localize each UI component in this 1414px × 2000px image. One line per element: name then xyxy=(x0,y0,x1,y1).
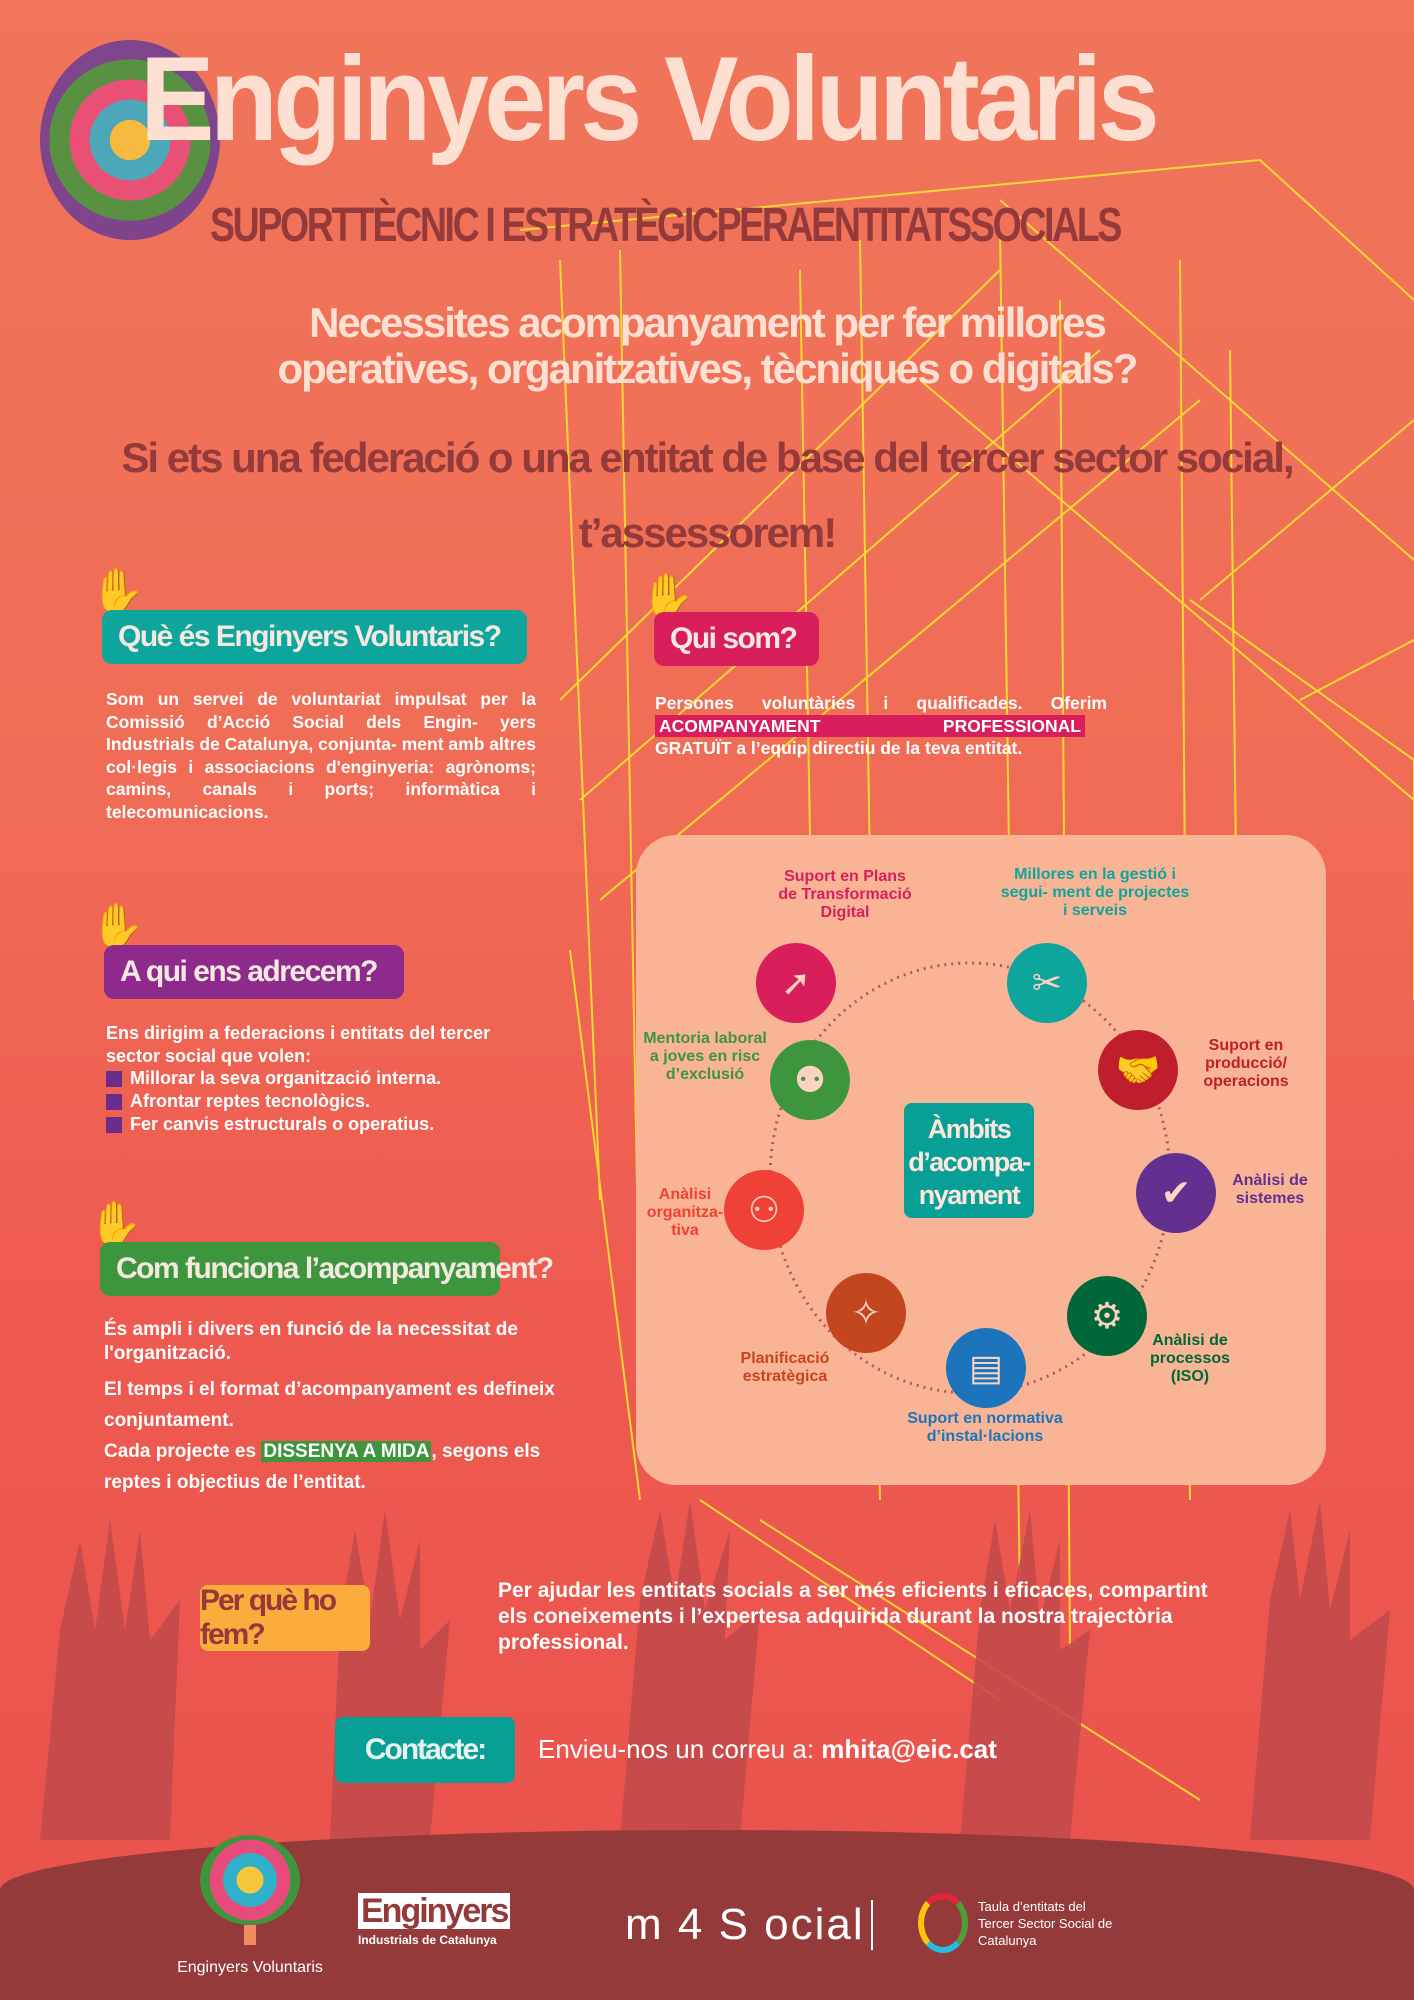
ambit-label: Millores en la gestió i segui- ment de p… xyxy=(1000,866,1190,919)
how-p1: És ampli i divers en funció de la necess… xyxy=(104,1319,518,1364)
page-title: Enginyers Voluntaris xyxy=(140,32,1160,166)
hands-logo-top xyxy=(40,40,220,240)
book-icon: ▤ xyxy=(946,1328,1026,1408)
bullet-square-icon xyxy=(106,1070,122,1087)
hand-icon: ✋ xyxy=(90,902,145,951)
logo-eic-sub: Industrials de Catalunya xyxy=(358,1933,497,1947)
list-item: Afrontar reptes tecnològics. xyxy=(106,1090,526,1113)
list-item: Millorar la seva organització interna. xyxy=(106,1067,526,1090)
why-label: Per què ho fem? xyxy=(200,1584,370,1651)
hand-icon: ✋ xyxy=(88,1200,143,1249)
logo-m4social: m 4 S ocial xyxy=(625,1900,873,1950)
bullet-square-icon xyxy=(106,1093,122,1110)
compass-icon: ✧ xyxy=(826,1273,906,1353)
contact-email-link[interactable]: mhita@eic.cat xyxy=(821,1734,997,1764)
section-heading-what: Què és Enginyers Voluntaris? xyxy=(102,610,527,664)
logo-m4s-text: m 4 S ocial xyxy=(625,1900,865,1949)
list-item: Fer canvis estructurals o operatius. xyxy=(106,1113,526,1136)
section-text-how: És ampli i divers en funció de la necess… xyxy=(104,1318,574,1498)
how-highlight: DISSENYA A MIDA xyxy=(261,1441,432,1462)
ambit-label: Anàlisi de processos (ISO) xyxy=(1149,1332,1231,1385)
list-item-text: Millorar la seva organització interna. xyxy=(130,1068,442,1088)
logo-taula: Taula d’entitats del Tercer Sector Socia… xyxy=(918,1893,1118,1953)
target-intro: Ens dirigim a federacions i entitats del… xyxy=(106,1023,491,1066)
section-heading-who: Qui som? xyxy=(654,612,819,666)
handshake-icon: 🤝 xyxy=(1098,1030,1178,1110)
cursor-click-icon: ➚ xyxy=(756,943,836,1023)
contact-label: Contacte: xyxy=(335,1717,515,1783)
tools-icon: ✂ xyxy=(1007,943,1087,1023)
section-text-what: Som un servei de voluntariat impulsat pe… xyxy=(106,689,536,822)
logo-eic: Enginyers Industrials de Catalunya xyxy=(358,1893,511,1947)
logo-ev-text: Enginyers Voluntaris xyxy=(177,1959,323,1976)
ambit-label: Mentoria laboral a joves en risc d’exclu… xyxy=(643,1030,767,1083)
who-text-before: Persones voluntàries i qualificades. Ofe… xyxy=(655,693,1107,713)
hand-icon: ✋ xyxy=(90,567,145,616)
ambits-center-box: Àmbits d’acompa- nyament xyxy=(904,1103,1034,1218)
people-icon: ⚉ xyxy=(770,1040,850,1120)
gears-icon: ⚙ xyxy=(1067,1276,1147,1356)
section-text-who: Persones voluntàries i qualificades. Ofe… xyxy=(655,692,1107,760)
how-p2: El temps i el format d’acompanyament es … xyxy=(104,1379,555,1431)
org-chart-icon: ⚇ xyxy=(724,1170,804,1250)
intro-answer-line1: Si ets una federació o una entitat de ba… xyxy=(121,434,1294,481)
section-heading-how: Com funciona l’acompanyament? xyxy=(100,1242,554,1296)
logo-taula-text: Taula d’entitats del Tercer Sector Socia… xyxy=(978,1898,1113,1948)
section-heading-target: A qui ens adrecem? xyxy=(104,945,404,999)
ambit-label: Suport en producció/ operacions xyxy=(1203,1037,1289,1090)
ambit-label: Anàlisi de sistemes xyxy=(1232,1172,1308,1207)
list-item-text: Fer canvis estructurals o operatius. xyxy=(130,1114,435,1134)
list-item-text: Afrontar reptes tecnològics. xyxy=(130,1091,371,1111)
taula-ring-icon xyxy=(918,1893,968,1953)
who-highlight: ACOMPANYAMENT PROFESSIONAL xyxy=(655,714,1085,737)
bullet-square-icon xyxy=(106,1116,122,1133)
logo-eic-main: Enginyers xyxy=(358,1893,511,1929)
contact-line: Envieu-nos un correu a: mhita@eic.cat xyxy=(538,1734,997,1765)
ambit-label: Suport en normativa d’instal·lacions xyxy=(907,1410,1063,1445)
who-text-after: GRATUÏT a l’equip directiu de la teva en… xyxy=(655,738,1023,758)
page-subtitle: SUPORTTÈCNIC I ESTRATÈGICPERAENTITATSSOC… xyxy=(210,199,1122,252)
ambit-label: Anàlisi organitza- tiva xyxy=(646,1186,724,1239)
section-text-target: Ens dirigim a federacions i entitats del… xyxy=(106,1022,526,1136)
intro-question: Necessites acompanyament per fer millore… xyxy=(0,300,1414,392)
how-p3-after: , segons els reptes i objectius de l’ent… xyxy=(104,1441,541,1493)
logo-enginyers-voluntaris: Enginyers Voluntaris xyxy=(160,1835,340,1977)
intro-question-text: Necessites acompanyament per fer millore… xyxy=(277,299,1139,392)
tree-hands-icon xyxy=(200,1835,300,1925)
magnifier-check-icon: ✔ xyxy=(1136,1153,1216,1233)
intro-answer: Si ets una federació o una entitat de ba… xyxy=(0,420,1414,570)
tree-trunk xyxy=(244,1925,256,1945)
why-text: Per ajudar les entitats socials a ser mé… xyxy=(498,1579,1208,1654)
raised-hands-silhouette xyxy=(40,1500,1390,1840)
ambit-label: Suport en Plans de Transformació Digital xyxy=(778,868,912,921)
how-p3: Cada projecte es DISSENYA A MIDA, segons… xyxy=(104,1436,574,1498)
intro-answer-line2: t’assessorem! xyxy=(578,509,838,556)
how-p3-before: Cada projecte es xyxy=(104,1441,257,1462)
ambit-label: Planificació estratègica xyxy=(740,1350,830,1385)
contact-text: Envieu-nos un correu a: xyxy=(538,1734,815,1764)
